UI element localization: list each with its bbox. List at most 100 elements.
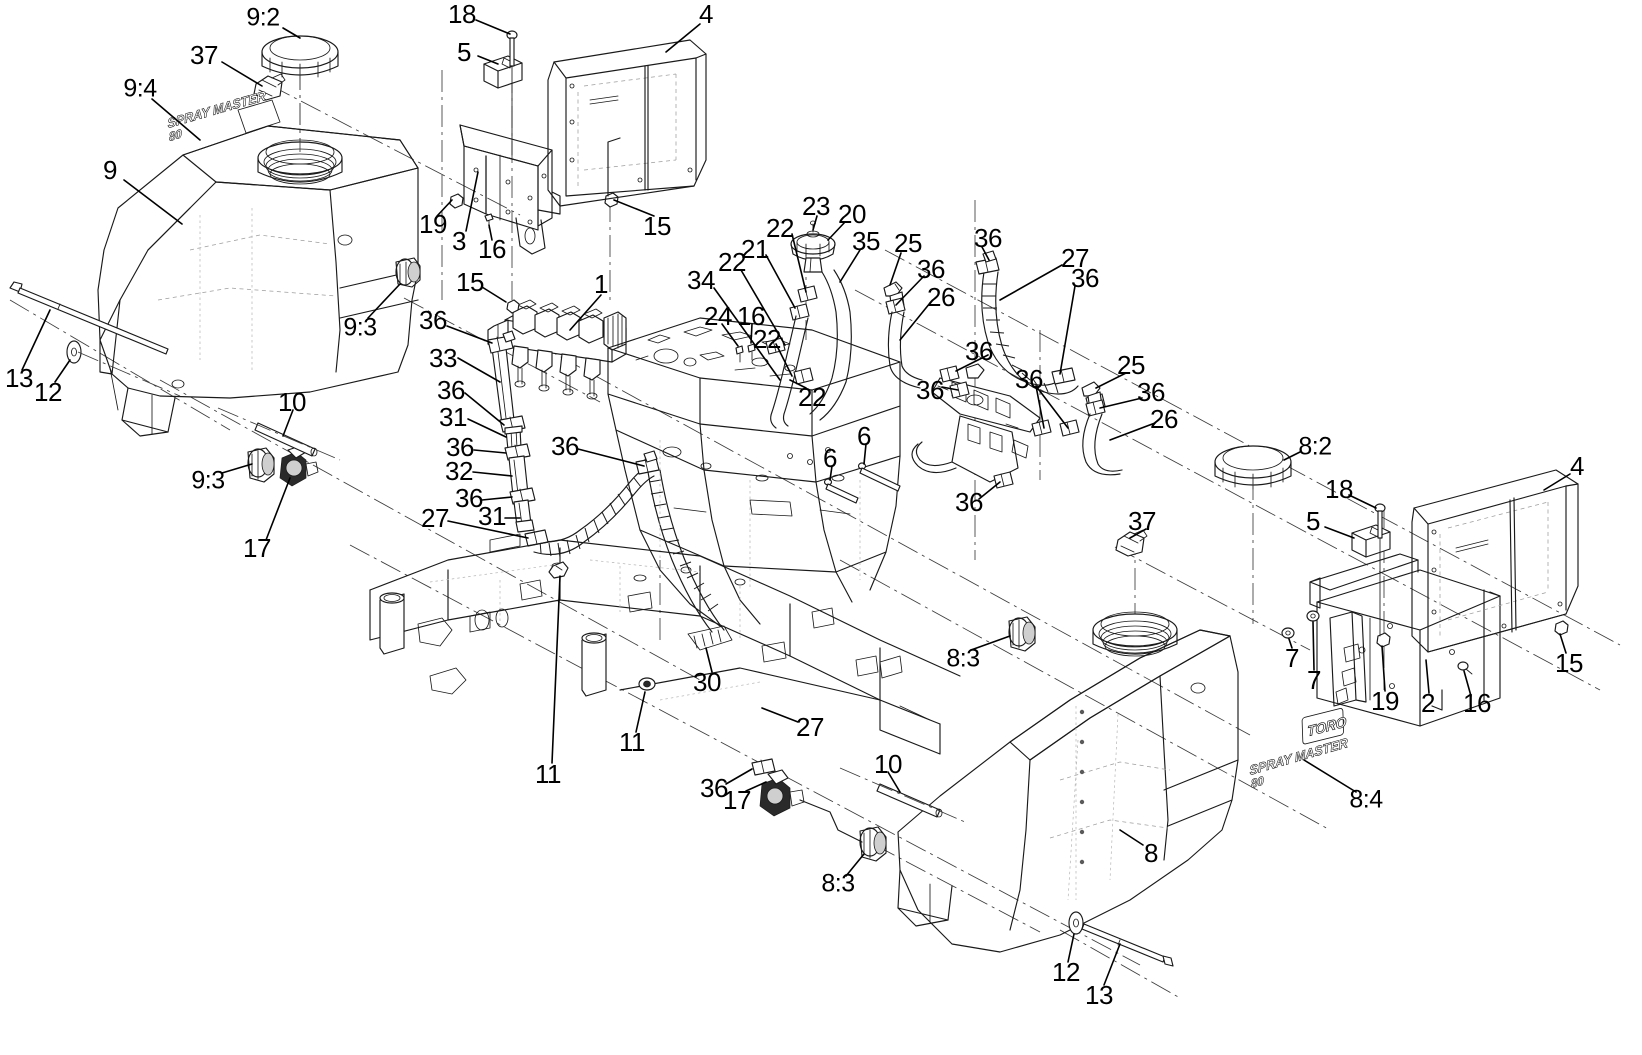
- callout-27: 27: [796, 712, 824, 742]
- callout-18: 18: [448, 0, 476, 29]
- callout-30: 30: [693, 667, 721, 697]
- clamp-22-b: [789, 303, 810, 321]
- callout-7: 7: [1307, 665, 1321, 695]
- callout-36: 36: [965, 336, 993, 366]
- long-bolt-right: [1068, 911, 1174, 967]
- frame-stud-11-b: [638, 677, 656, 691]
- clamp-36-c: [509, 487, 536, 505]
- callout-37: 37: [1128, 506, 1156, 536]
- callout-36: 36: [1015, 364, 1043, 394]
- callout-36: 36: [917, 254, 945, 284]
- callout-16: 16: [737, 301, 765, 331]
- tank-right-assembly: [897, 611, 1239, 953]
- leader-lines: [21, 19, 1571, 986]
- bolt-16-chassis: [747, 343, 756, 361]
- hose-26-left: [887, 311, 923, 389]
- clamp-22-a: [797, 285, 818, 303]
- chassis-frame: [369, 317, 961, 755]
- svg-text:80: 80: [1250, 773, 1265, 791]
- tank-right-filler-neck: [1092, 611, 1178, 657]
- clamp-22-d: [793, 367, 814, 385]
- callout-15: 15: [1555, 648, 1583, 678]
- callout-26: 26: [1150, 404, 1178, 434]
- callout-17: 17: [243, 533, 271, 563]
- callout-32: 32: [445, 456, 473, 486]
- lock-nut-19-right: [1376, 632, 1391, 648]
- decal-right-graphic: SPRAY MASTER 80: [1248, 734, 1349, 791]
- adapter-31-lower: [513, 499, 535, 533]
- callout-2: 2: [1421, 688, 1435, 718]
- callout-17: 17: [723, 785, 751, 815]
- callout-6: 6: [823, 443, 837, 473]
- callout-22: 22: [753, 324, 781, 354]
- callout-36: 36: [419, 305, 447, 335]
- callout-36: 36: [1137, 377, 1165, 407]
- hose-corrugated-27-mid: [647, 469, 725, 633]
- callout-19: 19: [419, 209, 447, 239]
- callout-36: 36: [446, 432, 474, 462]
- washer-7-b: [1306, 610, 1320, 622]
- callout-36: 36: [455, 483, 483, 513]
- tank-right-fitting-lower: [859, 826, 887, 862]
- tank-left-fitting-upper: [395, 257, 421, 288]
- long-bolt-left: [9, 281, 181, 397]
- bolt-16-right: [1457, 661, 1473, 675]
- callout-10: 10: [278, 387, 306, 417]
- callout-34: 34: [687, 265, 715, 295]
- callout-5: 5: [1306, 506, 1320, 536]
- callout-33: 33: [429, 343, 457, 373]
- callout-22: 22: [766, 213, 794, 243]
- washer-7-a: [1281, 627, 1295, 639]
- frame-tube-right: [581, 632, 607, 697]
- vent-fitting-right: [1115, 529, 1148, 557]
- decal-left-graphic: SPRAY MASTER 80: [166, 87, 267, 144]
- hose-34: [770, 315, 809, 429]
- callout-22: 22: [798, 382, 826, 412]
- clamp-22-c: [765, 337, 786, 355]
- screw-18-right: [1374, 503, 1386, 637]
- bracket-assembly-left: [459, 124, 561, 255]
- tank-right-fitting-upper: [1008, 616, 1036, 652]
- callout-26: 26: [927, 282, 955, 312]
- clamp-36-e25l: [885, 297, 906, 315]
- lock-nut-19-left: [449, 193, 464, 209]
- shutoff-valve-right: [759, 769, 863, 843]
- bracket-assembly-right: [1309, 553, 1501, 727]
- callout-36: 36: [437, 375, 465, 405]
- callout-35: 35: [852, 226, 880, 256]
- tank-left-assembly: [97, 99, 419, 437]
- callout-8-4: 8:4: [1349, 785, 1383, 814]
- callout-36: 36: [955, 487, 983, 517]
- callout-16: 16: [1463, 688, 1491, 718]
- callout-9-3: 9:3: [191, 466, 225, 495]
- callout-22: 22: [718, 247, 746, 277]
- bolt-6-a: [823, 478, 859, 504]
- callout-11: 11: [619, 727, 646, 757]
- callout-25: 25: [1117, 350, 1145, 380]
- callout-27: 27: [421, 503, 449, 533]
- callout-18: 18: [1325, 474, 1353, 504]
- callout-9-3: 9:3: [343, 313, 377, 342]
- callout-3: 3: [452, 226, 466, 256]
- stud-24: [735, 345, 744, 363]
- callout-31: 31: [439, 402, 467, 432]
- basket-tray-top: [547, 39, 707, 207]
- callout-13: 13: [5, 363, 33, 393]
- callout-37: 37: [190, 40, 218, 70]
- callout-8-3: 8:3: [821, 869, 855, 898]
- basket-tray-bottom: [1411, 469, 1579, 653]
- callout-10: 10: [874, 749, 902, 779]
- callout-12: 12: [34, 377, 62, 407]
- callout-36: 36: [974, 223, 1002, 253]
- callout-20: 20: [838, 199, 866, 229]
- vent-fitting-left: [253, 73, 286, 101]
- callout-8-2: 8:2: [1298, 432, 1332, 461]
- tank-left-fitting-lower: [247, 447, 275, 483]
- callout-7: 7: [1285, 643, 1299, 673]
- callout-6: 6: [857, 421, 871, 451]
- callout-15: 15: [643, 211, 671, 241]
- hose-26-right: [1082, 413, 1123, 476]
- callout-13: 13: [1085, 980, 1113, 1010]
- hose-35: [809, 269, 852, 421]
